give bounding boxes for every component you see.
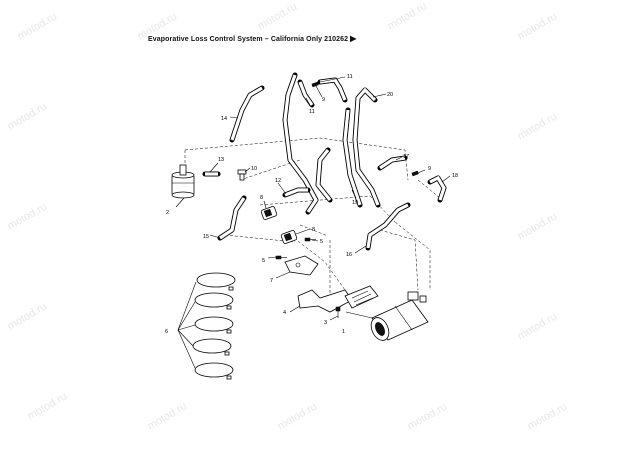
diagram-title: Evaporative Loss Control System – Califo… xyxy=(148,34,356,43)
hose-18 xyxy=(427,175,447,203)
callout-8-lower: 8 xyxy=(312,227,315,233)
watermark-text: motod.ru xyxy=(6,300,50,332)
watermark-layer: motod.ru motod.ru motod.ru motod.ru moto… xyxy=(6,0,570,432)
callout-5-upper: 5 xyxy=(320,239,323,245)
check-valve-8-lower xyxy=(280,230,298,244)
callout-17: 17 xyxy=(403,154,409,160)
callout-3: 3 xyxy=(324,320,327,326)
dashed-connection-lines xyxy=(184,137,441,310)
callout-12: 12 xyxy=(275,178,281,184)
watermark-text: motod.ru xyxy=(16,10,60,42)
callout-10: 10 xyxy=(251,166,257,172)
callout-11-upper: 11 xyxy=(347,74,353,80)
callout-5-lower: 5 xyxy=(262,258,265,264)
callout-6: 6 xyxy=(165,329,168,335)
callout-19: 19 xyxy=(352,200,358,206)
check-valve-8-upper xyxy=(260,206,278,220)
watermark-text: motod.ru xyxy=(6,100,50,132)
callout-1: 1 xyxy=(342,329,345,335)
watermark-text: motod.ru xyxy=(526,400,570,432)
screw-3 xyxy=(335,306,341,318)
callout-9-right: 9 xyxy=(428,166,431,172)
callout-8-upper: 8 xyxy=(260,195,263,201)
hose-clamps-6 xyxy=(192,272,236,380)
callout-11-lower: 11 xyxy=(309,109,315,115)
watermark-text: motod.ru xyxy=(516,10,560,42)
callout-20: 20 xyxy=(387,92,393,98)
charcoal-canister-1 xyxy=(370,291,429,341)
callout-16: 16 xyxy=(346,252,352,258)
callout-2: 2 xyxy=(166,210,169,216)
watermark-text: motod.ru xyxy=(256,0,300,32)
hose-20 xyxy=(352,87,381,208)
watermark-text: motod.ru xyxy=(276,400,320,432)
callout-15: 15 xyxy=(203,234,209,240)
fitting-9-upper xyxy=(311,81,319,88)
callout-13: 13 xyxy=(218,157,224,163)
watermark-text: motod.ru xyxy=(516,110,560,142)
callout-9-upper: 9 xyxy=(322,97,325,103)
watermark-text: motod.ru xyxy=(516,210,560,242)
watermark-text: motod.ru xyxy=(516,310,560,342)
screw-5-lower xyxy=(275,255,287,260)
callout-18: 18 xyxy=(452,173,458,179)
watermark-text: motod.ru xyxy=(406,400,450,432)
leader-lines xyxy=(175,76,451,369)
hose-14 xyxy=(229,85,265,143)
hose-19 xyxy=(315,107,363,208)
watermark-text: motod.ru xyxy=(146,400,190,432)
callout-4: 4 xyxy=(283,310,286,316)
screw-5-upper xyxy=(304,237,316,242)
hose-11-upper xyxy=(317,77,348,103)
canister-mount-plate xyxy=(344,285,379,309)
bracket-4 xyxy=(297,289,353,313)
watermark-text: motod.ru xyxy=(26,390,70,422)
hose-15 xyxy=(217,195,247,241)
watermark-text: motod.ru xyxy=(386,0,430,32)
fitting-9-right xyxy=(411,170,419,177)
diagram-title-text: Evaporative Loss Control System – Califo… xyxy=(148,36,349,43)
callout-labels: 1 2 3 4 5 5 6 7 8 8 9 9 10 11 11 12 13 1… xyxy=(165,74,458,335)
hose-11 xyxy=(282,72,319,215)
vapor-separator-2 xyxy=(171,164,195,199)
callout-7: 7 xyxy=(270,278,273,284)
hose-17 xyxy=(377,155,408,171)
callout-14: 14 xyxy=(221,116,227,122)
watermark-text: motod.ru xyxy=(136,10,180,42)
hose-16 xyxy=(365,202,411,251)
watermark-text: motod.ru xyxy=(6,200,50,232)
hose-12 xyxy=(282,187,311,198)
next-page-arrow-icon[interactable]: ▶ xyxy=(350,34,357,43)
tee-fitting-10 xyxy=(237,169,247,181)
bracket-7 xyxy=(284,255,319,276)
